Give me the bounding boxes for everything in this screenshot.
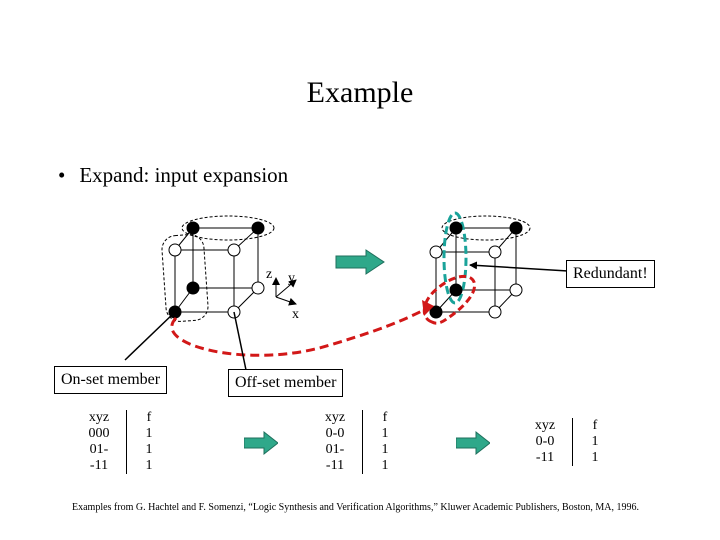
cube-table-1: xyz f 000 1 01- 1 -11 1 bbox=[72, 410, 171, 474]
bullet-text: Expand: input expansion bbox=[79, 163, 289, 187]
table-header: f bbox=[146, 410, 152, 425]
onset-pointer bbox=[124, 311, 176, 361]
offset-vertex bbox=[488, 245, 502, 259]
table-cell: 01- bbox=[325, 442, 345, 457]
offset-vertex bbox=[509, 283, 523, 297]
slide-title: Example bbox=[306, 76, 414, 109]
table-cell: 000 bbox=[88, 426, 110, 441]
left-cube bbox=[161, 215, 275, 322]
expanded-cube-loop bbox=[422, 274, 477, 325]
cube-table-2: xyz f 0-0 1 01- 1 -11 1 bbox=[308, 410, 407, 474]
cube-cover-loop bbox=[181, 215, 275, 241]
offset-vertex bbox=[227, 243, 241, 257]
offset-pointer bbox=[233, 311, 247, 371]
table-cell: 1 bbox=[145, 458, 153, 473]
cube-cover-loop bbox=[161, 234, 209, 322]
onset-vertex bbox=[186, 221, 200, 235]
offset-vertex bbox=[429, 245, 443, 259]
cube-table-3: xyz f 0-0 1 -11 1 bbox=[518, 418, 617, 466]
right-cube bbox=[422, 211, 531, 325]
offset-vertex bbox=[488, 305, 502, 319]
axes: z y x bbox=[266, 267, 299, 322]
footnote: Examples from G. Hachtel and F. Somenzi,… bbox=[72, 502, 639, 513]
arrow-icon bbox=[244, 430, 278, 456]
onset-vertex bbox=[449, 221, 463, 235]
cube-cover-loop bbox=[441, 215, 531, 241]
table-cell: 0-0 bbox=[535, 434, 555, 449]
arrow-icon bbox=[456, 430, 490, 456]
expansion-curve-arrowhead bbox=[422, 300, 434, 316]
onset-vertex bbox=[449, 283, 463, 297]
offset-vertex bbox=[251, 281, 265, 295]
table-header: f bbox=[382, 410, 388, 425]
expansion-curve bbox=[170, 306, 429, 357]
axis-x-label: x bbox=[292, 307, 299, 322]
table-cell: 1 bbox=[381, 442, 389, 457]
redundant-cube-loop bbox=[442, 211, 468, 305]
onset-vertex bbox=[251, 221, 265, 235]
bullet-item: • Expand: input expansion bbox=[58, 163, 288, 188]
table-cell: -11 bbox=[535, 450, 555, 465]
redundant-label: Redundant! bbox=[566, 260, 655, 288]
onset-vertex bbox=[186, 281, 200, 295]
offset-member-label: Off-set member bbox=[228, 369, 344, 397]
redundant-pointer bbox=[469, 261, 569, 272]
transition-arrow bbox=[335, 249, 385, 275]
table-header: f bbox=[592, 418, 598, 433]
table-header: xyz bbox=[88, 410, 110, 425]
table-cell: 1 bbox=[591, 434, 599, 449]
axis-z-label: z bbox=[266, 267, 272, 282]
table-cell: 1 bbox=[381, 426, 389, 441]
table-cell: 1 bbox=[145, 426, 153, 441]
onset-vertex bbox=[509, 221, 523, 235]
table-cell: 1 bbox=[591, 450, 599, 465]
offset-vertex bbox=[168, 243, 182, 257]
table-header: xyz bbox=[324, 410, 346, 425]
onset-member-label: On-set member bbox=[54, 366, 168, 394]
onset-vertex bbox=[429, 305, 443, 319]
table-header: xyz bbox=[534, 418, 556, 433]
bullet-marker: • bbox=[58, 163, 66, 187]
table-cell: 1 bbox=[145, 442, 153, 457]
table-cell: 1 bbox=[381, 458, 389, 473]
table-cell: -11 bbox=[325, 458, 345, 473]
table-cell: 0-0 bbox=[325, 426, 345, 441]
axis-y-label: y bbox=[288, 271, 295, 286]
table-cell: 01- bbox=[89, 442, 109, 457]
table-cell: -11 bbox=[89, 458, 109, 473]
